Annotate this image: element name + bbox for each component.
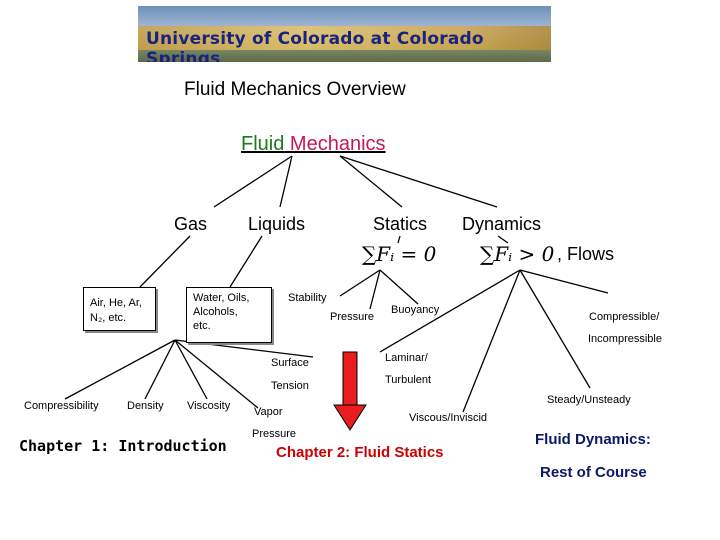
node-vapor-pressure: Pressure [252,428,297,440]
node-vapor: Vapor [254,406,283,418]
edge-dyn-viscous [462,269,521,413]
gas-examples-line1: Air, He, Ar, [90,297,142,309]
fluid-dynamics-label: Fluid Dynamics: [535,431,651,448]
edge-prop-density [144,339,176,400]
node-turbulent: Turbulent [385,374,432,386]
node-density: Density [127,400,164,412]
node-pressure: Pressure [330,311,375,323]
edge-liquids-examples [229,235,263,288]
node-flows: , Flows [557,244,615,264]
edge-statics-stability [339,269,381,297]
edge-dyn-compressible [519,269,609,294]
node-dynamics: Dynamics [462,214,542,234]
edge-root-gas [213,155,293,208]
node-gas: Gas [174,214,208,234]
liquid-examples-box: Water, Oils, Alcohols, etc. [186,287,272,343]
edge-root-dynamics [339,155,498,208]
node-stability: Stability [288,292,327,304]
edge-statics-eq [397,235,401,244]
university-banner: University of Colorado at Colorado Sprin… [138,6,551,62]
statics-to-chapter2-arrow [333,351,367,431]
edge-dyn-steady [519,269,591,389]
edge-root-statics [339,155,403,208]
edge-statics-buoyancy [379,269,419,305]
banner-text: University of Colorado at Colorado Sprin… [146,29,484,62]
page-title: Fluid Mechanics Overview [184,79,406,100]
node-tension: Tension [271,380,309,392]
gas-examples-box: Air, He, Ar, N₂, etc. [83,287,156,331]
edge-prop-viscosity [174,339,208,400]
liquid-examples-line3: etc. [193,320,211,332]
edge-dynamics-eq [497,235,509,244]
equation-statics: ∑Fᵢ = 0 [362,242,437,266]
edge-prop-vapor [174,339,259,409]
chapter-2-label: Chapter 2: Fluid Statics [276,444,444,461]
root-word-fluid: Fluid [241,133,285,155]
node-laminar: Laminar/ [385,352,428,364]
node-viscosity: Viscosity [187,400,231,412]
node-liquids: Liquids [248,214,306,234]
node-surface: Surface [271,357,309,369]
node-buoyancy: Buoyancy [391,304,440,316]
edge-gas-examples [139,235,191,288]
liquid-examples-line1: Water, Oils, [193,292,250,304]
root-node: Fluid Mechanics [241,133,386,156]
node-steady-unsteady: Steady/Unsteady [547,394,631,406]
banner-band [138,26,551,50]
node-compressible: Compressible/ [589,311,660,323]
chapter-1-label: Chapter 1: Introduction [19,437,227,455]
rest-of-course-label: Rest of Course [540,464,647,481]
root-word-mechanics: Mechanics [289,133,386,155]
node-incompressible: Incompressible [588,333,662,345]
equation-dynamics: ∑Fᵢ > 0 [480,242,555,266]
node-statics: Statics [373,214,428,234]
edge-dyn-laminar [379,269,521,353]
edge-statics-pressure [369,269,381,310]
edge-prop-compressibility [64,339,176,400]
node-compressibility: Compressibility [24,400,99,412]
node-viscous-inviscid: Viscous/Inviscid [409,412,488,424]
gas-examples-line2: N₂, etc. [90,312,127,324]
liquid-examples-line2: Alcohols, [193,306,238,318]
edge-root-liquids [279,155,293,208]
